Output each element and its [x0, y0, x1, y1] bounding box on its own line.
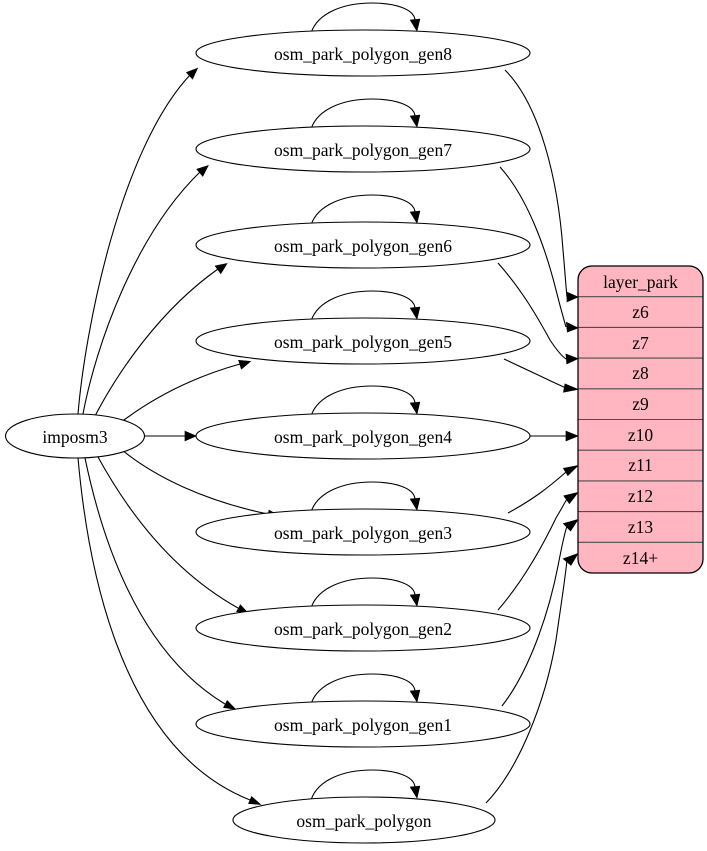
table-cell-z7: z7 [632, 333, 649, 353]
edge-imposm3-to-gen8 [77, 67, 199, 415]
layer-park-table-border [577, 265, 704, 574]
edge-imposm3-to-gen3 [121, 449, 281, 519]
table-row[interactable]: z8 [578, 363, 703, 390]
edge-base-to-z14 [485, 552, 579, 804]
self-loop-gen7 [310, 98, 421, 130]
self-loop-gen2 [310, 577, 421, 609]
edge-imposm3-to-base [77, 457, 262, 805]
self-loop-gen4 [310, 385, 421, 417]
node-osm-park-polygon-gen8-label: osm_park_polygon_gen8 [274, 44, 452, 64]
node-osm-park-polygon-gen5-label: osm_park_polygon_gen5 [274, 332, 452, 352]
self-loop-gen3 [310, 481, 421, 513]
edge-gen4-to-z10 [530, 430, 579, 442]
table-cell-z9: z9 [632, 394, 649, 414]
edge-gen7-to-z7 [499, 166, 579, 333]
node-osm-park-polygon-gen1-label: osm_park_polygon_gen1 [274, 715, 452, 735]
node-osm-park-polygon-gen1[interactable]: osm_park_polygon_gen1 [195, 700, 531, 748]
table-row[interactable]: z9 [578, 394, 703, 421]
edge-imposm3-to-gen6 [94, 262, 228, 417]
edge-gen6-to-z8 [497, 262, 579, 365]
self-loop-gen5 [310, 290, 421, 322]
node-osm-park-polygon-gen4-label: osm_park_polygon_gen4 [274, 427, 452, 447]
table-cell-z6: z6 [632, 302, 649, 322]
node-osm-park-polygon-gen8[interactable]: osm_park_polygon_gen8 [195, 29, 531, 77]
edge-gen3-to-z11 [507, 465, 580, 514]
node-osm-park-polygon-gen7-label: osm_park_polygon_gen7 [274, 140, 452, 160]
edges-to-layer-park [485, 69, 580, 804]
edges-from-imposm3 [77, 67, 281, 805]
table-row[interactable]: z11 [578, 455, 703, 482]
table-row[interactable]: z10 [578, 425, 703, 451]
node-osm-park-polygon-gen6-label: osm_park_polygon_gen6 [274, 236, 452, 256]
table-row[interactable]: z6 [578, 302, 703, 328]
table-cell-z13: z13 [628, 517, 654, 537]
edge-gen8-to-z6 [504, 69, 579, 303]
node-osm-park-polygon-gen3[interactable]: osm_park_polygon_gen3 [195, 508, 531, 556]
self-loops [310, 2, 421, 801]
node-osm-park-polygon-gen6[interactable]: osm_park_polygon_gen6 [195, 221, 531, 269]
node-osm-park-polygon-gen3-label: osm_park_polygon_gen3 [274, 523, 452, 543]
layer-park-header-label: layer_park [603, 272, 678, 292]
edge-gen2-to-z12 [497, 491, 579, 611]
table-cell-z8: z8 [632, 363, 649, 383]
edge-imposm3-to-gen4 [145, 430, 197, 442]
layer-park-table[interactable]: layer_park z6 z7 z8 z9 z10 [577, 265, 704, 574]
edge-gen5-to-z9 [503, 358, 580, 393]
edge-imposm3-to-gen5 [119, 360, 252, 424]
table-row[interactable]: z12 [578, 486, 703, 513]
self-loop-gen6 [310, 194, 421, 226]
node-imposm3[interactable]: imposm3 [4, 413, 146, 459]
table-row[interactable]: z7 [578, 333, 703, 359]
self-loop-gen1 [310, 673, 421, 705]
node-osm-park-polygon-label: osm_park_polygon [296, 811, 431, 831]
node-osm-park-polygon-gen5[interactable]: osm_park_polygon_gen5 [195, 317, 531, 365]
node-imposm3-label: imposm3 [42, 427, 107, 447]
table-cell-z10: z10 [628, 425, 654, 445]
node-osm-park-polygon-gen4[interactable]: osm_park_polygon_gen4 [195, 412, 531, 460]
table-row[interactable]: z13 [578, 517, 703, 543]
node-osm-park-polygon-gen2-label: osm_park_polygon_gen2 [274, 619, 452, 639]
edge-imposm3-to-gen1 [84, 457, 237, 710]
edge-imposm3-to-gen7 [82, 165, 209, 415]
self-loop-base [310, 769, 421, 801]
self-loop-gen8 [310, 2, 421, 34]
table-cell-z11: z11 [628, 455, 653, 475]
table-cell-z12: z12 [628, 486, 653, 506]
table-cell-z14plus: z14+ [623, 548, 658, 568]
node-osm-park-polygon[interactable]: osm_park_polygon [232, 796, 496, 844]
edge-gen1-to-z13 [501, 518, 579, 707]
node-osm-park-polygon-gen2[interactable]: osm_park_polygon_gen2 [195, 604, 531, 652]
node-osm-park-polygon-gen7[interactable]: osm_park_polygon_gen7 [195, 125, 531, 173]
table-row[interactable]: z14+ [623, 548, 658, 568]
layer-park-header-row: layer_park [578, 272, 703, 298]
